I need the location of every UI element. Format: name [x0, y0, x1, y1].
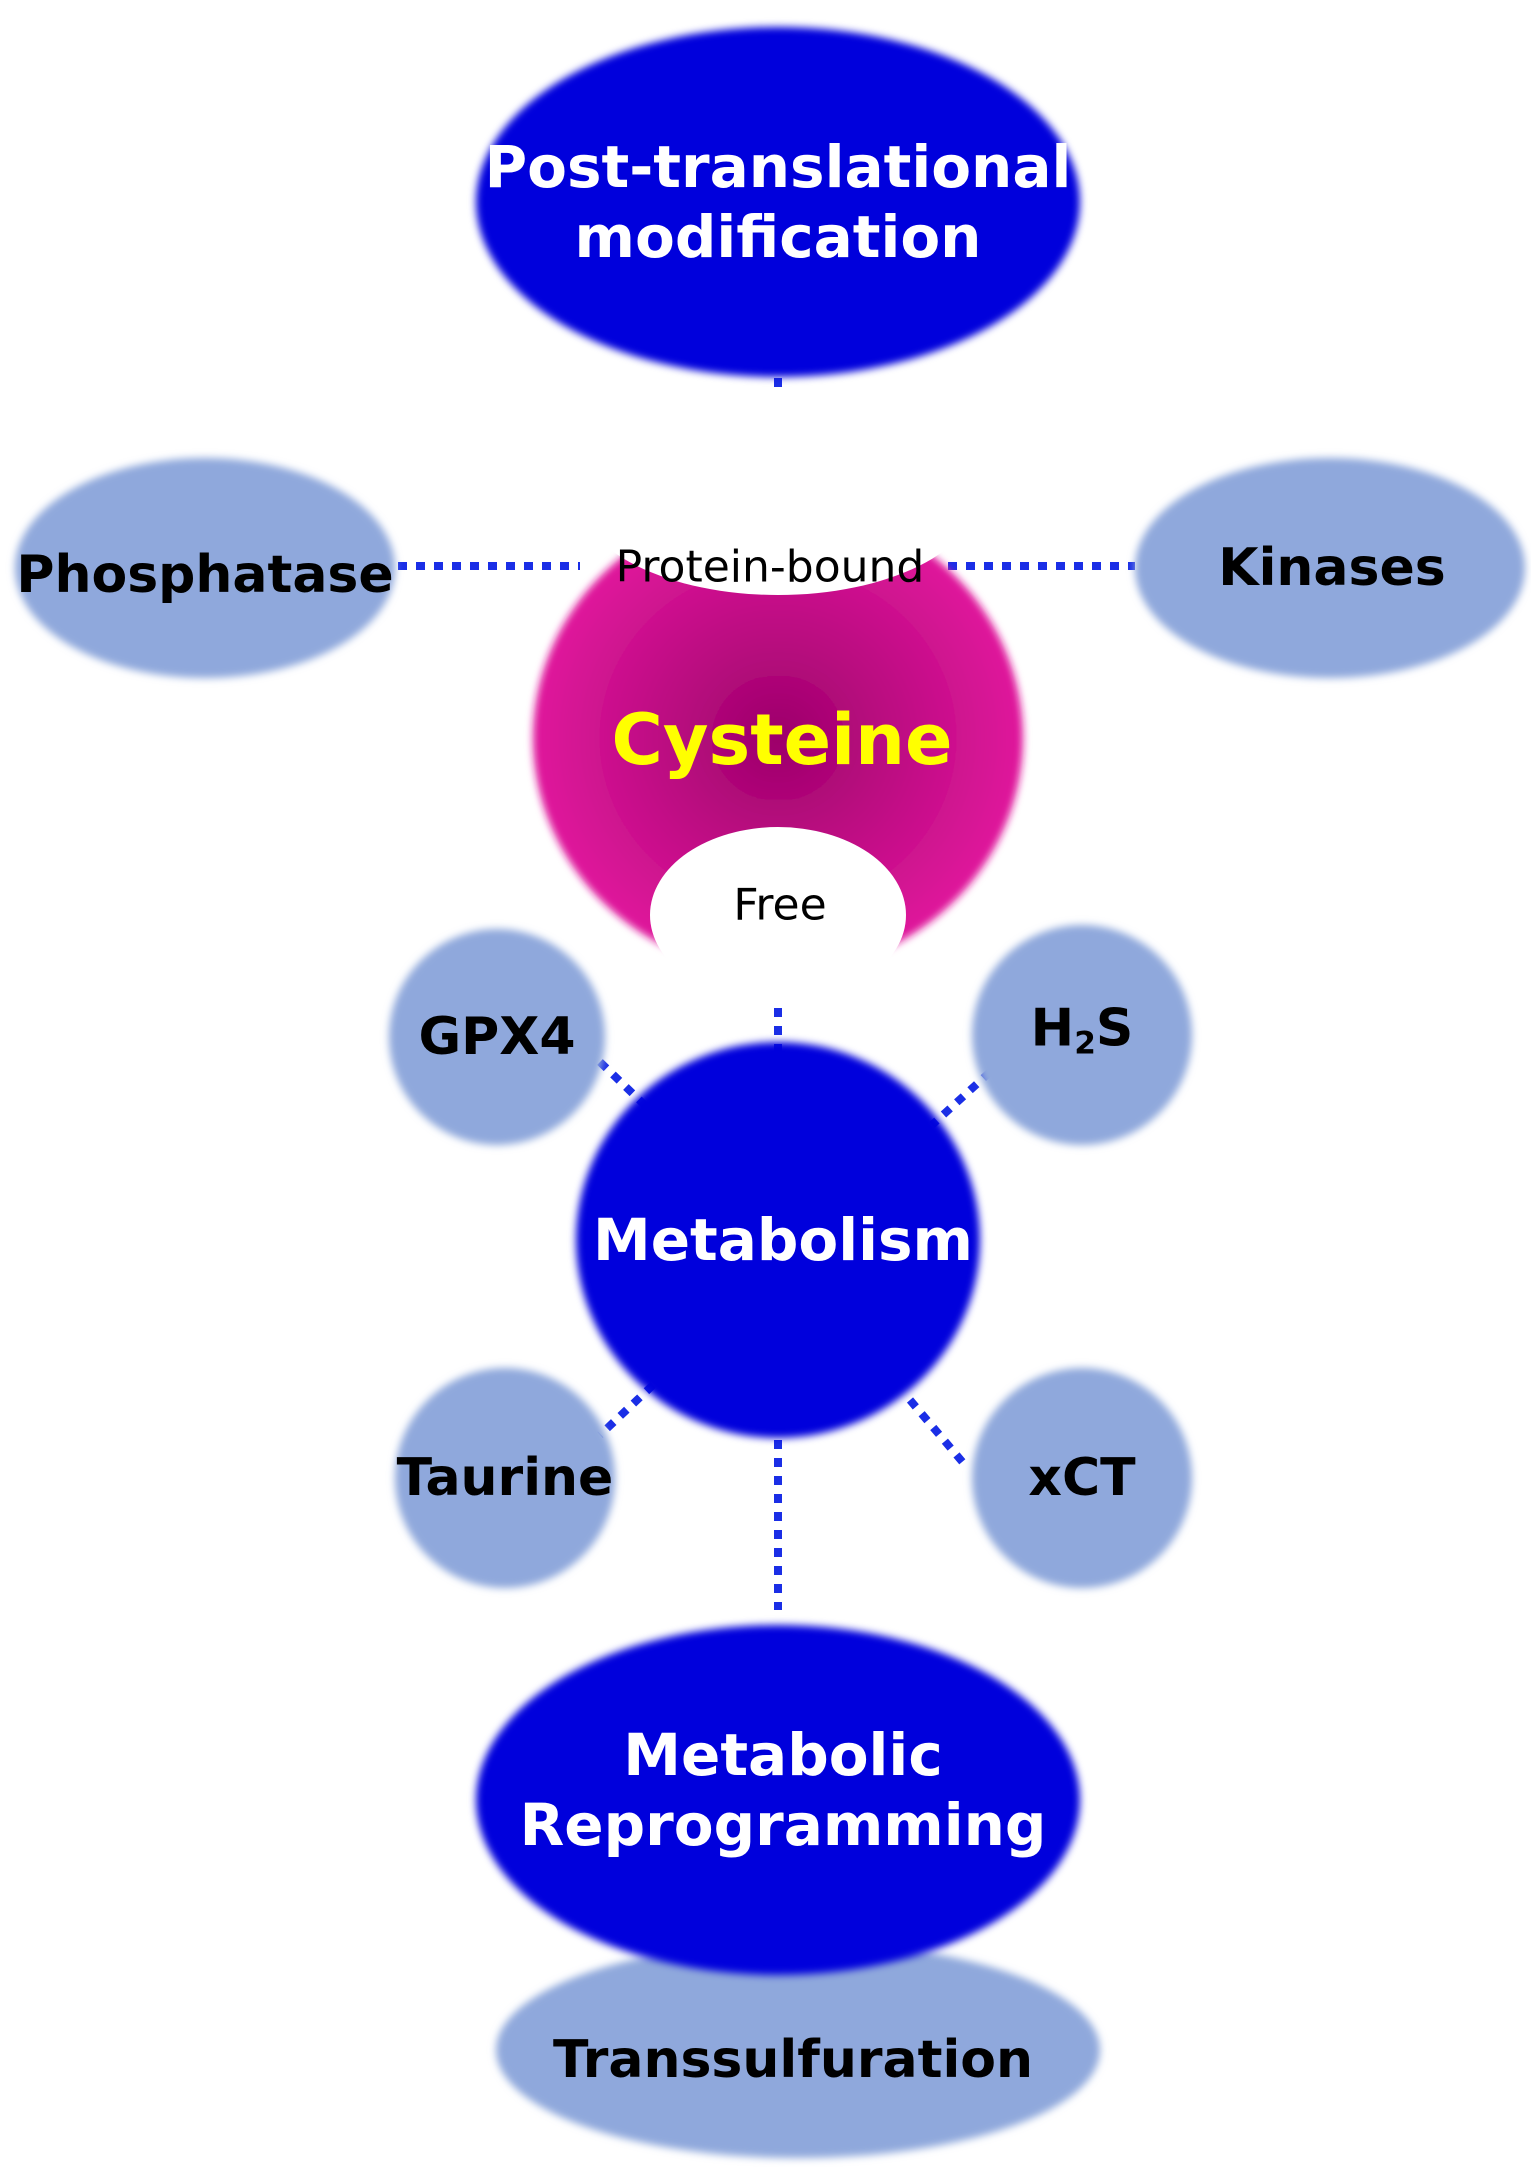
cysteine-node [533, 395, 1023, 1003]
connector-xct [906, 1397, 969, 1468]
gpx4-label: GPX4 [418, 1007, 576, 1067]
metabolism-label: Metabolism [592, 1206, 974, 1274]
h2s-subscript: 2 [1074, 1025, 1096, 1062]
h2s-base: H [1030, 998, 1075, 1059]
taurine-label: Taurine [396, 1448, 614, 1508]
connector-h2s [929, 1069, 993, 1128]
metabolic-reprogramming-line2: Reprogramming [519, 1791, 1047, 1859]
gpx4-node [389, 929, 605, 1145]
ptm-node [476, 27, 1080, 377]
connector-gpx4 [597, 1059, 658, 1118]
xct-node [972, 1368, 1192, 1588]
metabolism-node [576, 1042, 980, 1438]
phosphatase-node [15, 458, 395, 678]
kinases-node [1135, 458, 1525, 678]
transsulfuration-node [496, 1942, 1100, 2158]
metabolic-reprogramming-node [476, 1625, 1080, 1975]
h2s-node [972, 925, 1192, 1145]
phosphatase-label: Phosphatase [16, 545, 394, 605]
metabolic-reprogramming-label: Metabolic Reprogramming [520, 1720, 1047, 1860]
xct-label: xCT [1028, 1448, 1136, 1508]
cysteine-label: Cysteine [611, 699, 953, 781]
h2s-tail: S [1095, 998, 1134, 1059]
kinases-label: Kinases [1218, 538, 1446, 598]
transsulfuration-label: Transsulfuration [552, 2030, 1034, 2090]
ptm-label: Post-translational modification [485, 132, 1072, 272]
metabolic-reprogramming-line1: Metabolic [623, 1721, 943, 1789]
taurine-node [395, 1368, 615, 1588]
free-label: Free [733, 879, 827, 931]
connector-taurine [597, 1382, 656, 1438]
h2s-label: H2S [1031, 999, 1134, 1062]
protein-bound-label: Protein-bound [615, 541, 925, 593]
ptm-label-line1: Post-translational [484, 133, 1072, 201]
ptm-label-line2: modification [574, 203, 982, 271]
